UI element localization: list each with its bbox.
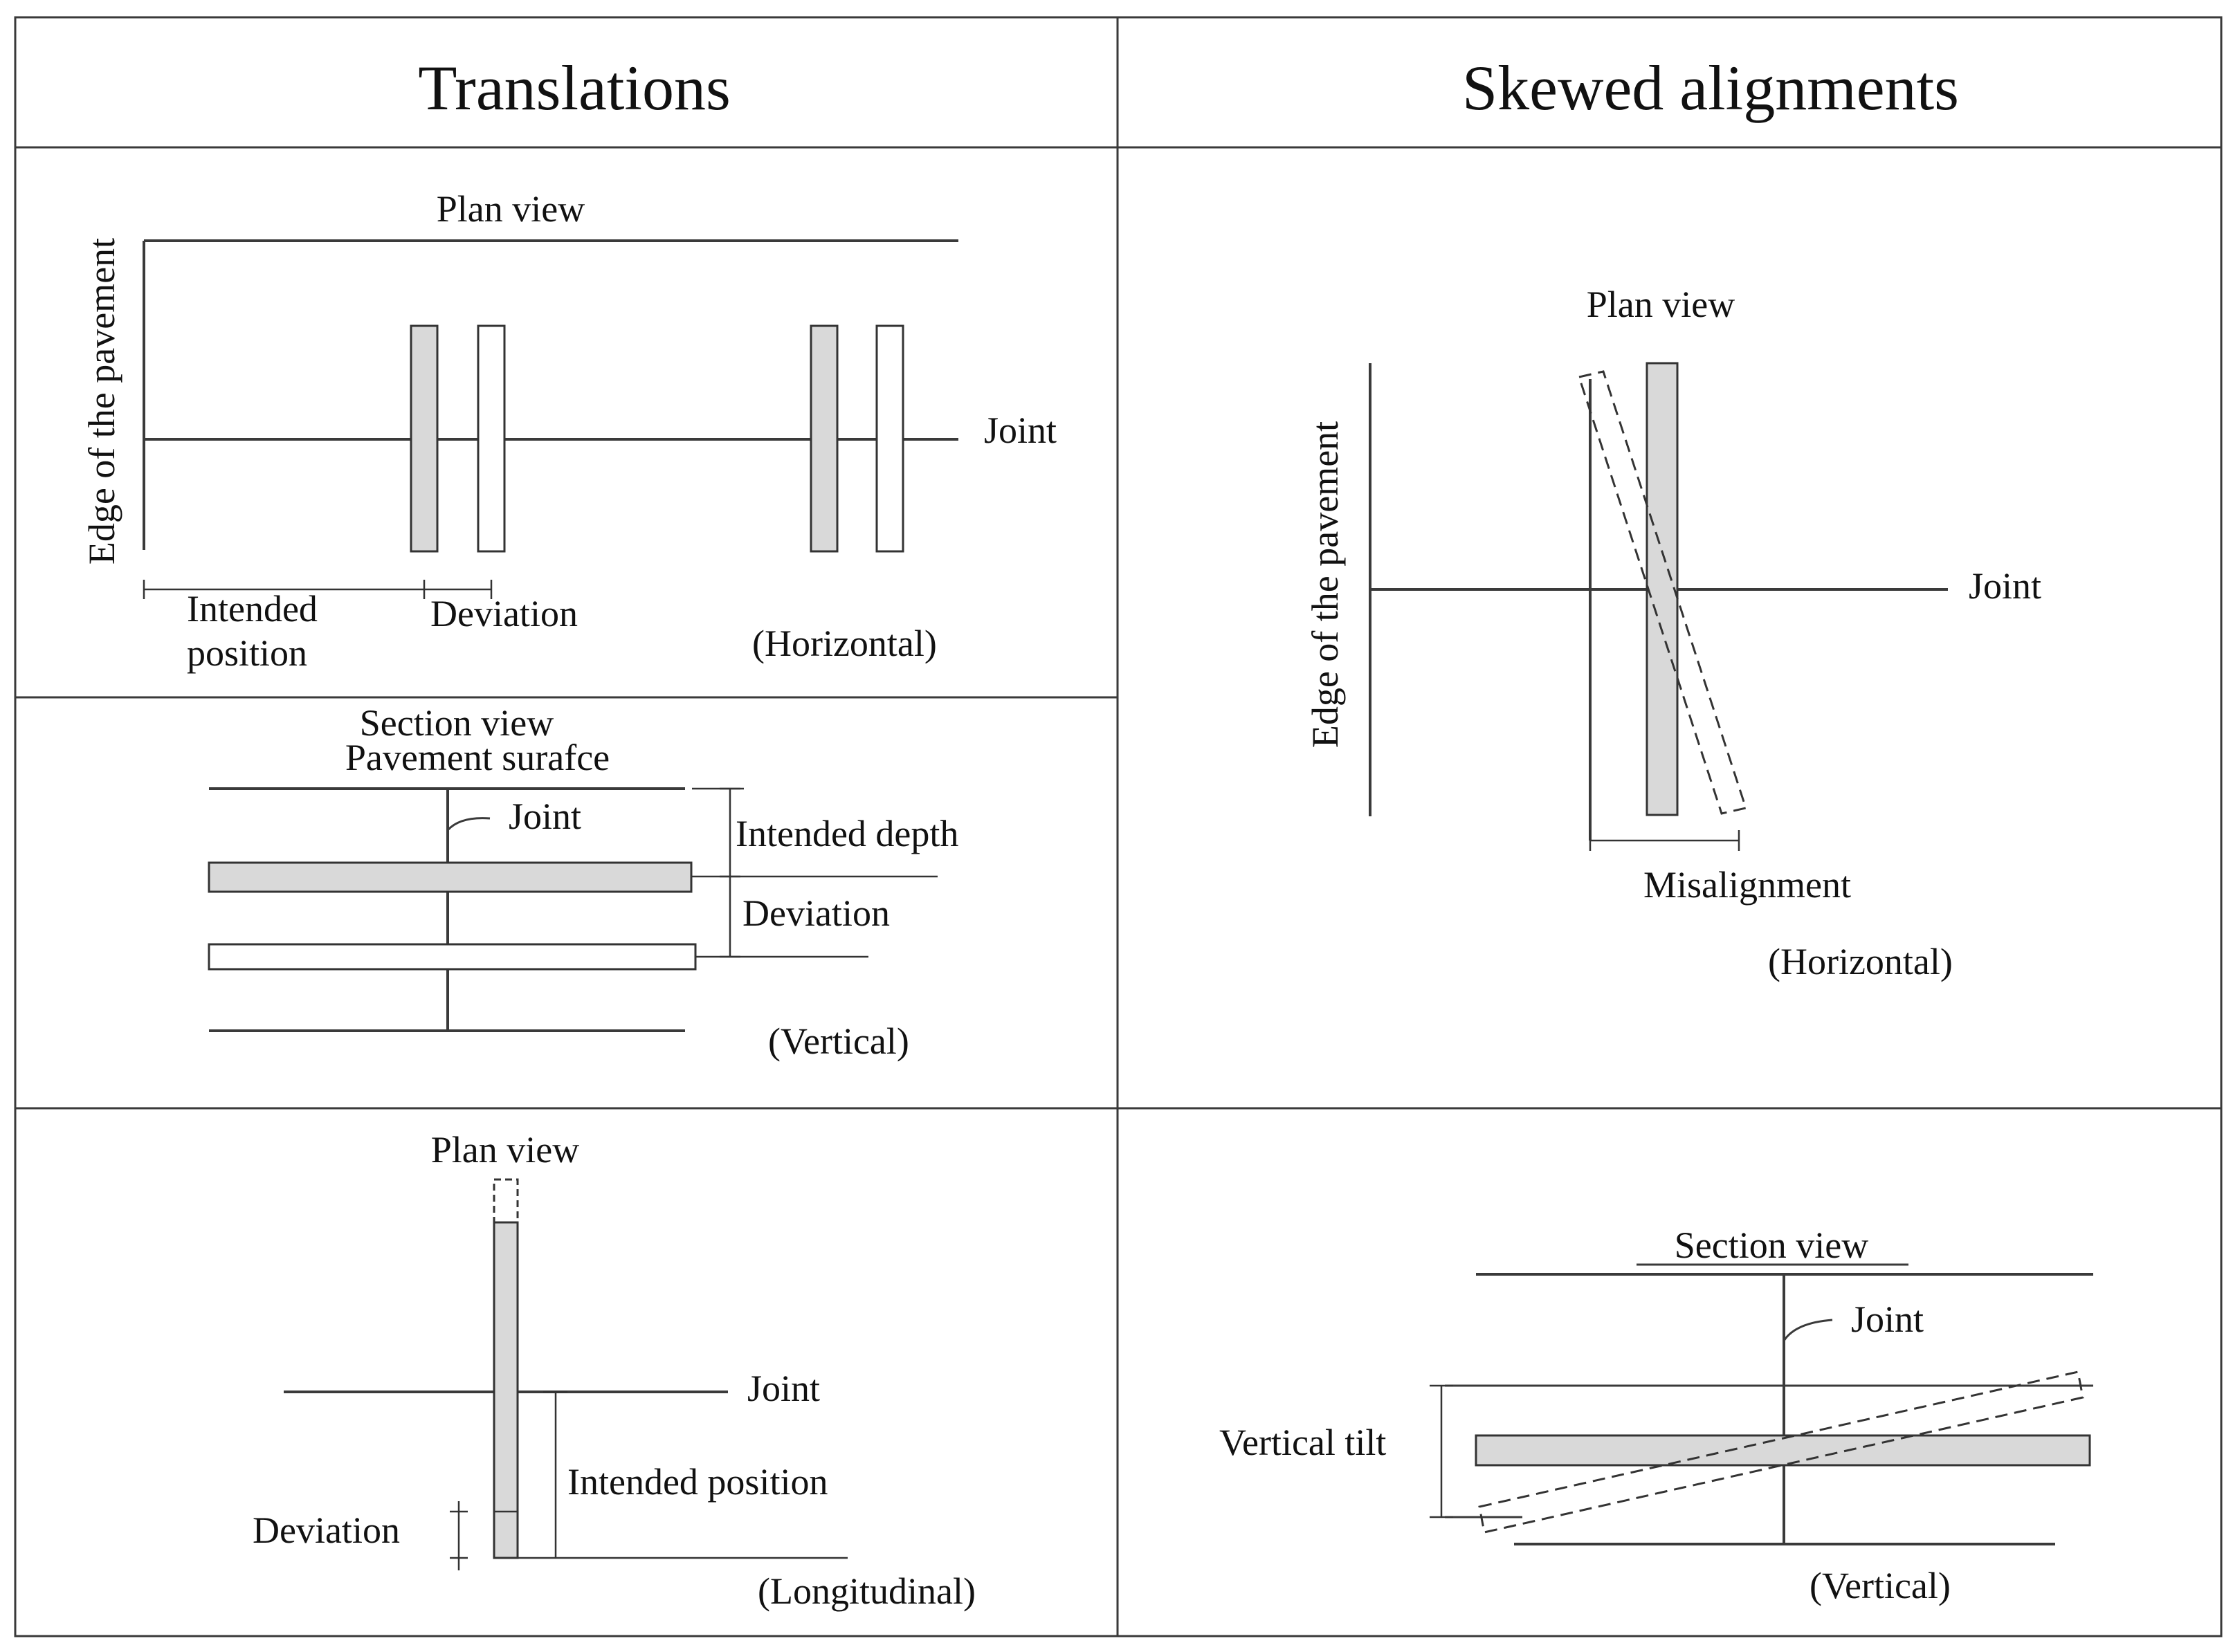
deviation-label: Deviation [742, 892, 890, 934]
intended-label-line2: position [187, 632, 307, 674]
edge-of-pavement-label: Edge of the pavement [81, 238, 122, 565]
intended-position-dimension [518, 1391, 848, 1559]
joint-label: Joint [747, 1368, 820, 1409]
joint-label: Joint [509, 796, 581, 837]
panel-skewed-vertical: Section view Joint Vertical tilt (Vertic… [1219, 1224, 2093, 1606]
plan-view-title: Plan view [437, 188, 585, 230]
joint-label: Joint [1851, 1298, 1924, 1340]
intended-dowel-bar [208, 861, 693, 893]
intended-bar-extension [493, 1178, 519, 1224]
misalignment-dimension [1589, 830, 1740, 851]
header-translations: Translations [418, 53, 731, 123]
direction-label: (Horizontal) [752, 623, 937, 664]
panel-translations-longitudinal: Plan view Joint Intended position Deviat… [253, 1129, 976, 1612]
intended-dowel-bar [1475, 1434, 2091, 1467]
deviation-dimension [450, 1501, 468, 1570]
intended-depth-label: Intended depth [736, 813, 958, 854]
vertical-tilt-dimension [1430, 1384, 1453, 1518]
intended-position-dimension [143, 580, 493, 599]
intended-dowel-bar [1646, 362, 1679, 816]
misalignment-label: Misalignment [1643, 864, 1851, 906]
joint-label: Joint [1969, 565, 2041, 607]
deviated-dowel-bar [477, 324, 506, 553]
header-skewed-alignments: Skewed alignments [1462, 53, 1959, 123]
panel-skewed-horizontal: Plan view Edge of the pavement Joint Mis… [1304, 284, 2041, 982]
deviation-label: Deviation [430, 593, 578, 634]
plan-view-title: Plan view [431, 1129, 579, 1171]
section-view-title: Section view [360, 702, 554, 744]
deviated-dowel-bar [875, 324, 904, 553]
depth-dimension [691, 787, 938, 958]
intended-dowel-bar [810, 324, 839, 553]
dowel-bar [493, 1221, 519, 1559]
direction-label: (Vertical) [1810, 1565, 1951, 1606]
direction-label: (Vertical) [768, 1020, 909, 1062]
panel-translations-vertical: Section view Pavement surafce Joint Inte… [208, 702, 958, 1062]
skewed-dowel-bar [1578, 370, 1747, 815]
section-view-title: Section view [1675, 1224, 1868, 1266]
tilted-dowel-bar [1478, 1370, 2084, 1534]
joint-label: Joint [984, 410, 1057, 451]
panel-translations-horizontal: Plan view Edge of the pavement Joint Int… [81, 188, 1057, 674]
joint-leader [446, 817, 491, 832]
edge-of-pavement-label: Edge of the pavement [1304, 421, 1346, 748]
intended-dowel-bar [410, 324, 439, 553]
intended-label-line1: Intended [187, 588, 318, 630]
deviation-label: Deviation [253, 1509, 400, 1551]
intended-position-label: Intended position [567, 1461, 828, 1503]
pavement-surface-label: Pavement surafce [345, 737, 610, 778]
joint-leader [1783, 1319, 1833, 1341]
direction-label: (Longitudinal) [758, 1570, 976, 1612]
vertical-tilt-label: Vertical tilt [1219, 1422, 1386, 1463]
deviated-dowel-bar [208, 943, 697, 971]
table-grid [14, 16, 2223, 1637]
plan-view-title: Plan view [1587, 284, 1735, 325]
direction-label: (Horizontal) [1768, 941, 1953, 982]
